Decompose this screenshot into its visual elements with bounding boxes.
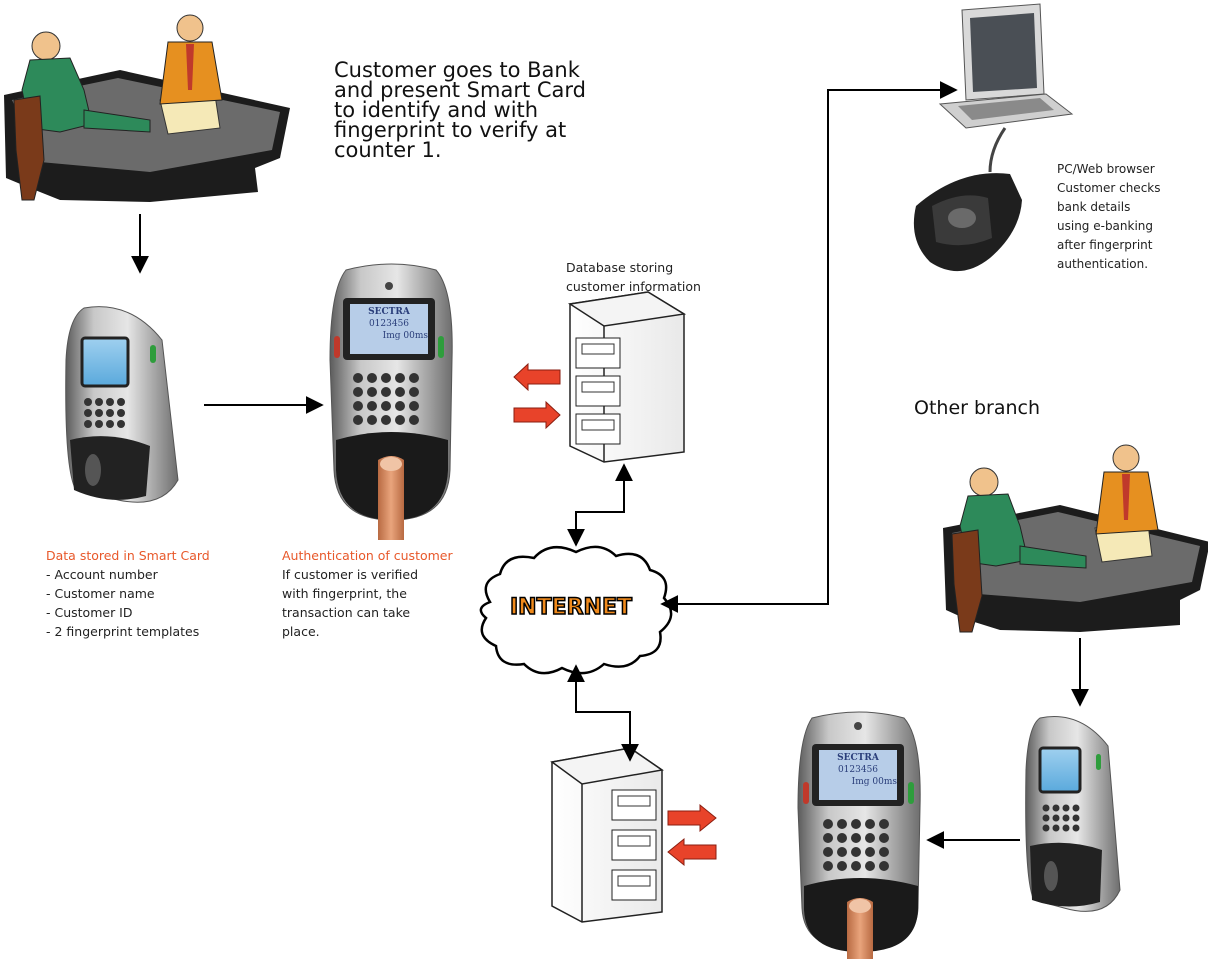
smart-card-data-block: Data stored in Smart Card - Account numb… [46, 546, 276, 641]
intro-line: counter 1. [334, 138, 442, 162]
smart-card-reader-branch-icon [1025, 716, 1121, 912]
fingerprint-scanner-icon [913, 173, 1022, 272]
intro-line: and present Smart Card [334, 78, 587, 102]
arrow-internet-database [567, 463, 633, 547]
arrow-internet-database-branch [567, 664, 639, 762]
pc-browser-label: PC/Web browser Customer checks bank deta… [1057, 160, 1202, 274]
authentication-line: transaction can take [282, 605, 411, 620]
red-flow-arrow-left-branch-icon [667, 837, 717, 867]
smart-card-item: - Customer name [46, 586, 155, 601]
terminal-sub: Img 00ms [382, 331, 428, 341]
terminal-branch-screen: SECTRA 0123456 Img 00ms [819, 752, 897, 788]
authentication-line: with fingerprint, the [282, 586, 407, 601]
arrow-internet-laptop [660, 81, 958, 613]
pc-label-line: using e-banking [1057, 219, 1154, 233]
intro-line: fingerprint to verify at [334, 118, 567, 142]
laptop-icon [938, 3, 1074, 173]
fingerprint-terminal-branch-icon [797, 711, 921, 959]
authentication-line: place. [282, 624, 320, 639]
other-branch-scene-icon [943, 444, 1208, 633]
database-label-line: Database storing [566, 260, 674, 275]
fingerprint-terminal-icon [329, 263, 453, 540]
smart-card-item: - 2 fingerprint templates [46, 624, 200, 639]
pc-label-line: after fingerprint [1057, 238, 1153, 252]
authentication-title: Authentication of customer [282, 548, 453, 563]
authentication-line: If customer is verified [282, 567, 419, 582]
pc-label-line: Customer checks [1057, 181, 1161, 195]
database-label-line: customer information [566, 279, 701, 294]
terminal-branch-sub: Img 00ms [851, 777, 897, 787]
authentication-block: Authentication of customer If customer i… [282, 546, 492, 641]
smart-card-item: - Account number [46, 567, 158, 582]
pc-label-line: PC/Web browser [1057, 162, 1155, 176]
terminal-branch-brand: SECTRA [837, 753, 879, 763]
internet-label: INTERNET [509, 594, 633, 621]
smart-card-title: Data stored in Smart Card [46, 548, 210, 563]
pc-label-line: authentication. [1057, 257, 1149, 271]
red-flow-arrow-right-branch-icon [667, 803, 717, 833]
red-flow-arrow-left-icon [513, 362, 561, 392]
internet-cloud-icon [479, 545, 673, 675]
red-flow-arrow-right-icon [513, 400, 561, 430]
terminal-branch-line: 0123456 [837, 765, 879, 775]
terminal-brand: SECTRA [368, 307, 410, 317]
database-label: Database storing customer information [566, 258, 766, 296]
smart-card-reader-icon [65, 306, 179, 503]
terminal-screen: SECTRA 0123456 Img 00ms [350, 306, 428, 342]
bank-counter-scene-icon [4, 14, 290, 202]
intro-line: to identify and with [334, 98, 539, 122]
smart-card-item: - Customer ID [46, 605, 133, 620]
intro-caption: Customer goes to Bank and present Smart … [334, 58, 634, 162]
database-cabinet-icon [567, 291, 687, 463]
terminal-line: 0123456 [368, 319, 410, 329]
intro-line: Customer goes to Bank [334, 58, 580, 82]
pc-label-line: bank details [1057, 200, 1131, 214]
database-cabinet-branch-icon [550, 747, 664, 923]
other-branch-label: Other branch [914, 397, 1041, 419]
